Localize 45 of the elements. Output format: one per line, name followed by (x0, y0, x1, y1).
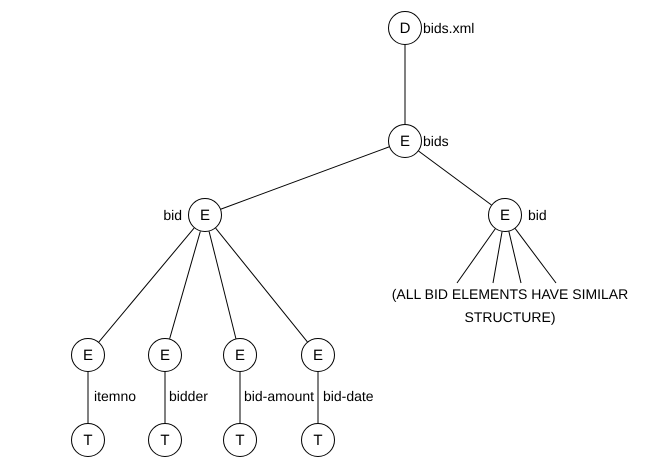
element-name: itemno (94, 388, 136, 404)
element-name: bid (528, 207, 547, 223)
node-letter: E (82, 346, 93, 364)
element-name: bidder (169, 388, 208, 404)
tree-edge (418, 150, 492, 206)
element-name: bid (163, 207, 182, 223)
tree-edge (508, 231, 522, 284)
node-circle (148, 338, 182, 372)
element-name: bids.xml (423, 20, 474, 36)
tree-edge (492, 231, 503, 284)
node-letter: E (312, 346, 323, 364)
tree-edge (169, 230, 201, 340)
node-letter: E (234, 346, 245, 364)
node-letter: E (400, 132, 410, 150)
node-letter: E (160, 346, 170, 364)
node-circle (223, 423, 257, 457)
node-circle (388, 11, 422, 45)
node-circle (301, 338, 335, 372)
node-circle (71, 423, 105, 457)
node-letter: T (83, 432, 93, 448)
node-circle (388, 124, 422, 158)
node-letter: E (500, 206, 510, 224)
tree-edge (215, 228, 308, 342)
node-letter: T (313, 432, 323, 448)
node-circle (148, 423, 182, 457)
tree-edge (220, 146, 390, 210)
tree-edge (208, 231, 236, 339)
note-text: (ALL BID ELEMENTS HAVE SIMILAR STRUCTURE) (385, 283, 635, 329)
tree-edge (164, 372, 166, 424)
element-name: bid-date (323, 388, 374, 404)
element-name: bids (423, 133, 449, 149)
tree-edge (514, 228, 556, 284)
node-circle (188, 198, 222, 232)
node-letter: D (400, 20, 410, 36)
node-letter: T (160, 432, 170, 448)
tree-edge (456, 228, 496, 284)
element-name: bid-amount (244, 388, 314, 404)
node-circle (301, 423, 335, 457)
tree-edge (404, 44, 406, 124)
node-circle (71, 338, 105, 372)
node-letter: E (200, 206, 210, 224)
node-circle (223, 338, 257, 372)
node-circle (488, 198, 522, 232)
tree-edge (98, 228, 195, 342)
node-letter: T (235, 432, 245, 448)
